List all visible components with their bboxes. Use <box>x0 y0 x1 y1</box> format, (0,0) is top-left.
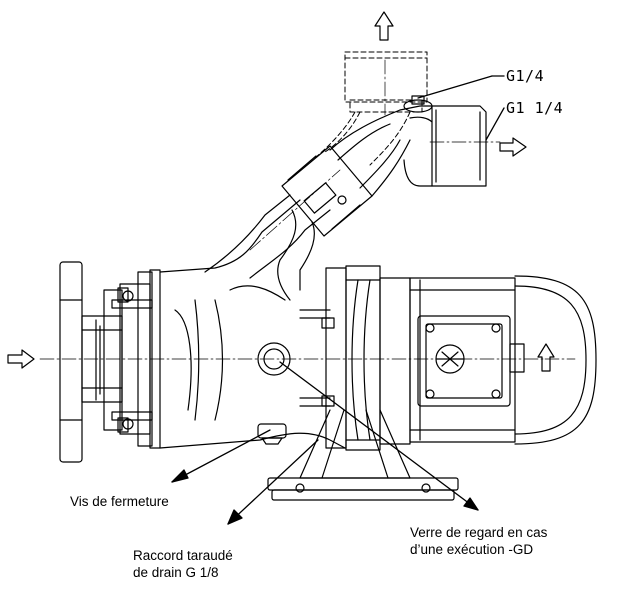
pump-foot <box>267 409 459 501</box>
inlet-flange <box>59 261 123 463</box>
callout-drain-connection: Raccord taraudé de drain G 1/8 <box>133 547 233 581</box>
callout-drain-line1: Raccord taraudé <box>133 548 233 563</box>
callout-drain-line2: de drain G 1/8 <box>133 565 219 580</box>
callout-sight-glass: Verre de regard en cas d’une exécution -… <box>410 524 547 558</box>
callout-closing-screw: Vis de fermeture <box>70 494 169 509</box>
rotation-arrow-icon <box>537 343 555 372</box>
callout-sight-glass-line2: d’une exécution -GD <box>410 542 534 557</box>
top-flow-arrow-icon <box>374 11 394 41</box>
upper-outlet <box>399 95 487 187</box>
inlet-flow-arrow-icon <box>7 349 35 369</box>
leader-lines <box>171 75 505 525</box>
thread-label-g14: G1/4 <box>506 67 545 85</box>
bolted-flange-pack <box>111 269 161 449</box>
sight-glass <box>257 342 291 376</box>
motor <box>409 275 597 445</box>
thread-label-g114: G1 1/4 <box>506 99 564 117</box>
riser-pipe <box>204 109 411 301</box>
pump-casing <box>159 199 346 449</box>
motor-lantern <box>321 265 411 451</box>
callout-sight-glass-line1: Verre de regard en cas <box>410 525 548 540</box>
outlet-flow-arrow-icon <box>499 137 527 157</box>
flow-arrows <box>7 11 555 372</box>
